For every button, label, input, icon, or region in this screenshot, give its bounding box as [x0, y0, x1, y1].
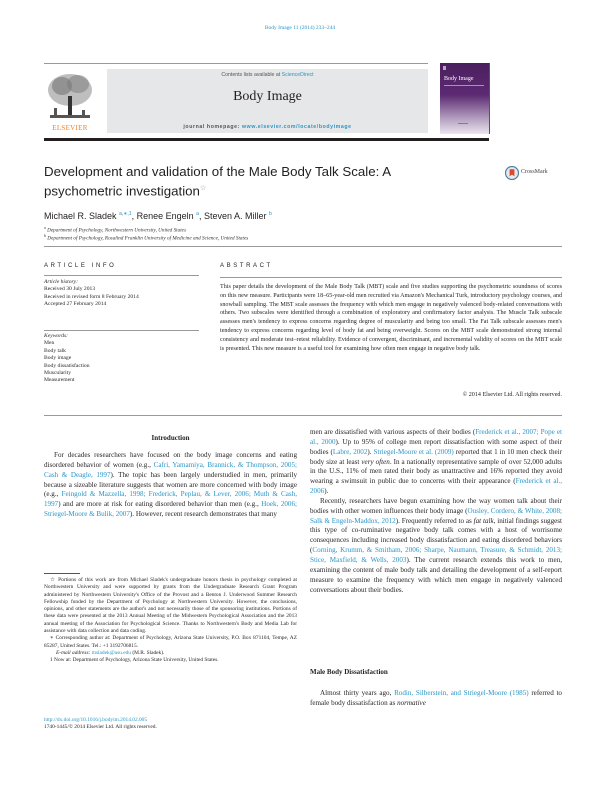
crossmark-icon[interactable] [505, 166, 519, 180]
text-run: referred to female body dissatisfaction … [310, 689, 562, 707]
doi-link[interactable]: http://dx.doi.org/10.1016/j.bodyim.2014.… [44, 717, 148, 723]
citation-link[interactable]: Rodin, Silberstein, and Striegel-Moore (… [394, 689, 529, 697]
author-list: Michael R. Sladek a,∗,1, Renee Engeln a,… [44, 211, 272, 221]
emphasis: very often [361, 457, 390, 466]
email-link[interactable]: msladek@asu.edu [91, 649, 131, 656]
text-run: ). Frequently referred to as [395, 516, 474, 525]
author-marks[interactable]: a,∗,1 [119, 211, 132, 217]
left-column-text: For decades researchers have focused on … [44, 451, 297, 520]
keyword: Men [44, 340, 55, 347]
abstract-text: This paper details the development of th… [220, 284, 562, 352]
citation-link[interactable]: Labre, 2002 [332, 447, 368, 456]
text-run: , initial findings suggest this type of … [310, 516, 562, 555]
cover-title: Body Image [444, 76, 474, 82]
citation-link[interactable]: Frederick et al., 2006 [310, 477, 562, 496]
issn-line: 1740-1445/© 2014 Elsevier Ltd. All right… [44, 724, 157, 731]
journal-homepage-link[interactable]: www.elsevier.com/locate/bodyimage [242, 124, 352, 130]
citation-link[interactable]: Feingold & Mazzella, 1998; Frederick, Pe… [44, 490, 297, 509]
author-name[interactable]: Steven A. Miller [203, 211, 267, 221]
citation-link[interactable]: Ousley, Cordero, & White, 2008; Salk & E… [310, 506, 562, 525]
cover-subtitle-line [444, 85, 484, 86]
text-run: men are dissatisfied with various aspect… [310, 428, 476, 436]
right-column-text: men are dissatisfied with various aspect… [310, 428, 562, 595]
emphasis: fat talk [473, 516, 494, 525]
text-run: reported that 1 in 10 men check their bo… [310, 447, 562, 466]
emphasis: normative [397, 698, 426, 707]
journal-cover-image[interactable]: Body Image [440, 63, 490, 134]
abstract-divider [220, 277, 562, 278]
text-run: ). [367, 447, 374, 456]
paragraph: Recently, researchers have begun examini… [310, 497, 562, 595]
citation-link[interactable]: Striegel-Moore et al. (2009) [373, 447, 454, 456]
keyword: Muscularity [44, 370, 72, 377]
abstract-copyright: © 2014 Elsevier Ltd. All rights reserved… [462, 392, 562, 398]
front-matter-divider [44, 415, 562, 416]
text-run: ). The current research extends this wor… [310, 555, 562, 594]
abstract-heading: ABSTRACT [220, 263, 273, 269]
footnote-star: ☆ Portions of this work are from Michael… [44, 577, 297, 635]
affiliation-divider [44, 246, 562, 247]
text-run: For decades researchers have focused on … [44, 451, 297, 469]
keyword: Body image [44, 355, 72, 362]
author-name[interactable]: Renee Engeln [136, 211, 194, 221]
author-name[interactable]: Michael R. Sladek [44, 211, 117, 221]
footnote-divider [44, 573, 80, 574]
crossmark-label[interactable]: CrossMark [521, 169, 548, 175]
author-marks[interactable]: b [269, 211, 272, 217]
right-column-text-2: Almost thirty years ago, Rodin, Silberst… [310, 689, 562, 709]
sciencedirect-link[interactable]: ScienceDirect [281, 72, 314, 78]
elsevier-wordmark: ELSEVIER [52, 124, 88, 132]
citation-link[interactable]: Frederick et al., 2007; Pope et al., 200… [310, 428, 562, 446]
masthead-bottom-rule [44, 138, 489, 141]
article-title: Development and validation of the Male B… [44, 164, 392, 199]
footnote-corresponding: ∗ Corresponding author at: Department of… [44, 635, 297, 649]
keywords-block: Keywords: Men Body talk Body image Body … [44, 333, 204, 385]
journal-banner: Contents lists available at ScienceDirec… [107, 69, 428, 133]
paragraph: men are dissatisfied with various aspect… [310, 428, 562, 497]
title-footnote-mark[interactable]: ☆ [199, 185, 207, 192]
introduction-heading: Introduction [151, 434, 190, 442]
text-run: . In a nationally representative sample … [310, 457, 562, 486]
citation-link[interactable]: Hoek, 2006; Striegel-Moore & Bulik, 2007 [44, 500, 297, 519]
keyword: Body talk [44, 347, 66, 354]
article-info-heading: ARTICLE INFO [44, 263, 117, 269]
cover-logo-icon [443, 66, 446, 70]
footnotes: ☆ Portions of this work are from Michael… [44, 577, 297, 665]
cover-footer-mark [458, 123, 468, 124]
footnote-1: 1 Now at: Department of Psychology, Ariz… [50, 657, 219, 664]
masthead-top-rule [44, 63, 428, 64]
citation-link[interactable]: Corning, Krumm, & Smitham, 2006; Sharpe,… [310, 546, 562, 564]
text-run: ). Up to 95% of college men report dissa… [310, 437, 562, 456]
affiliation-b: b Department of Psychology, Rosalind Fra… [44, 233, 249, 242]
contents-available-line: Contents lists available at ScienceDirec… [221, 72, 314, 78]
text-run: ). [324, 487, 329, 496]
author-marks[interactable]: a [196, 211, 199, 217]
text-run: ). However, recent research demonstrates… [129, 510, 277, 519]
journal-title: Body Image [233, 89, 302, 104]
citation-link[interactable]: Cafri, Yamamiya, Brannick, & Thompson, 2… [44, 460, 297, 479]
running-head[interactable]: Body Image 11 (2014) 233–244 [264, 25, 336, 31]
keyword: Body dissatisfaction [44, 362, 90, 369]
article-info-divider [44, 275, 199, 276]
text-run: Recently, researchers have begun examini… [310, 496, 562, 515]
text-run: ) and are more at risk for eating disord… [58, 500, 262, 509]
paragraph: Almost thirty years ago, Rodin, Silberst… [310, 689, 562, 709]
keywords-divider [44, 330, 199, 331]
male-body-dissatisfaction-heading: Male Body Dissatisfaction [310, 668, 388, 676]
elsevier-tree-logo-icon[interactable] [44, 68, 96, 134]
keyword: Measurement [44, 377, 75, 384]
text-run: ). The topic has been largely understudi… [44, 470, 298, 499]
footnote-email: E-mail address: msladek@asu.edu (M.R. Sl… [56, 649, 165, 656]
doi-block: http://dx.doi.org/10.1016/j.bodyim.2014.… [44, 717, 297, 732]
text-run: Almost thirty years ago, [320, 689, 395, 697]
journal-homepage-line: journal homepage: www.elsevier.com/locat… [183, 124, 352, 130]
paragraph: For decades researchers have focused on … [44, 451, 297, 520]
article-history: Article history: Received 30 July 2013 R… [44, 279, 139, 308]
affiliation-a: a Department of Psychology, Northwestern… [44, 225, 186, 234]
